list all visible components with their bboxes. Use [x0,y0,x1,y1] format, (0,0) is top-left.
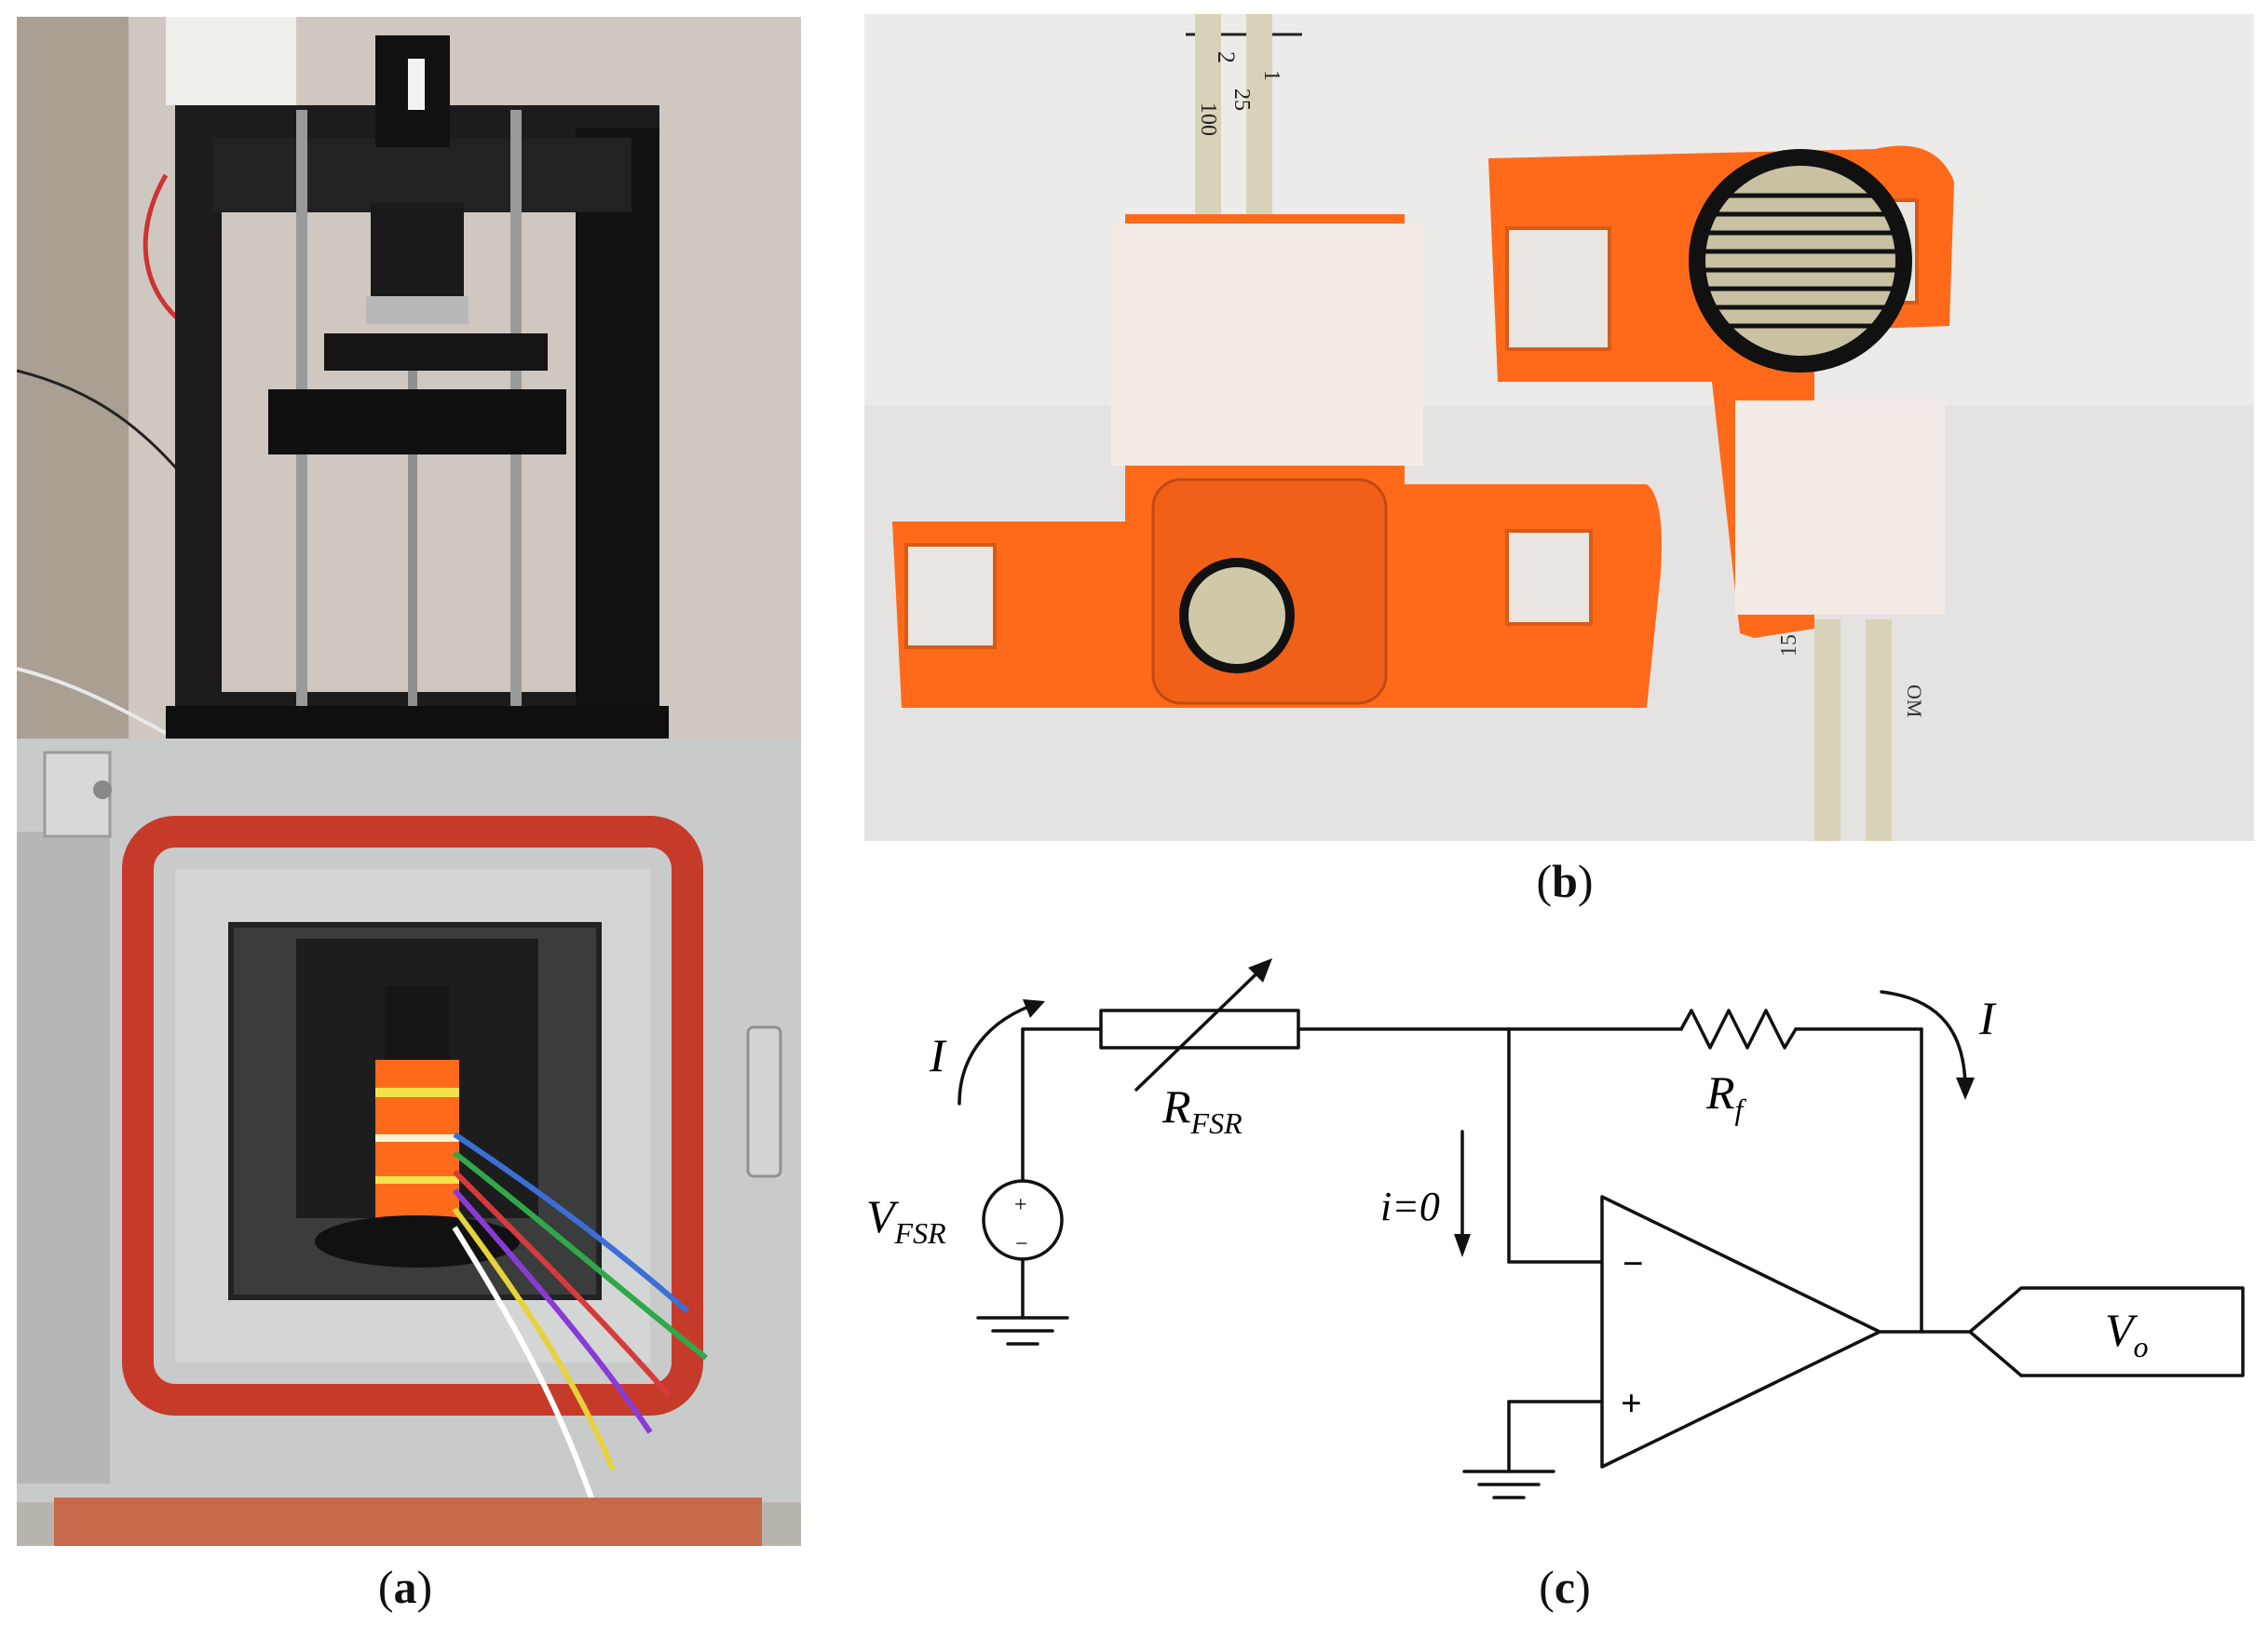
caption-c: (c) [1539,1561,1591,1613]
caption-a: (a) [377,1561,433,1613]
variable-arrow-head [1248,958,1272,983]
resistor-f-label: Rf [1705,1066,1747,1126]
source-minus: − [1015,1232,1028,1256]
current-label-right: I [1978,992,1997,1044]
strip-mark-2: 2 [1213,51,1240,63]
current-label-left: I [929,1029,947,1081]
current-arrow-left-head [1023,999,1045,1018]
strip-mark-25: 25 [1229,88,1254,111]
photo-fsr-sensors: 2 1 25 100 15 OM [864,14,2254,841]
strip-bottom-mark: 15 [1777,634,1801,657]
opamp-plus: + [1621,1382,1642,1424]
strip-bottom-mark-right: OM [1903,685,1926,717]
current-arrow-right [1880,990,1967,1091]
current-arrow-right-head [1956,1078,1975,1100]
resistor-f [1679,1009,1798,1050]
circuit-diagram: I I RFSR Rf VFSR + − i=0 − + Vo [866,958,2245,1499]
resistor-fsr-label: RFSR [1161,1080,1243,1140]
strip-mark-1: 1 [1259,70,1283,81]
opamp [1600,1195,1881,1469]
opamp-minus: − [1623,1242,1644,1284]
variable-arrow [1134,960,1270,1091]
input-current-arrow-head [1454,1234,1471,1257]
input-current-label: i=0 [1380,1184,1440,1229]
strip-mark-100: 100 [1196,102,1220,136]
source-label: VFSR [866,1190,946,1250]
caption-b: (b) [1536,855,1594,907]
current-arrow-left [957,1001,1040,1105]
output-label: Vo [2105,1304,2149,1363]
source-plus: + [1014,1193,1027,1217]
photo-test-rig [17,17,801,1546]
output-tag [1968,1286,2245,1377]
